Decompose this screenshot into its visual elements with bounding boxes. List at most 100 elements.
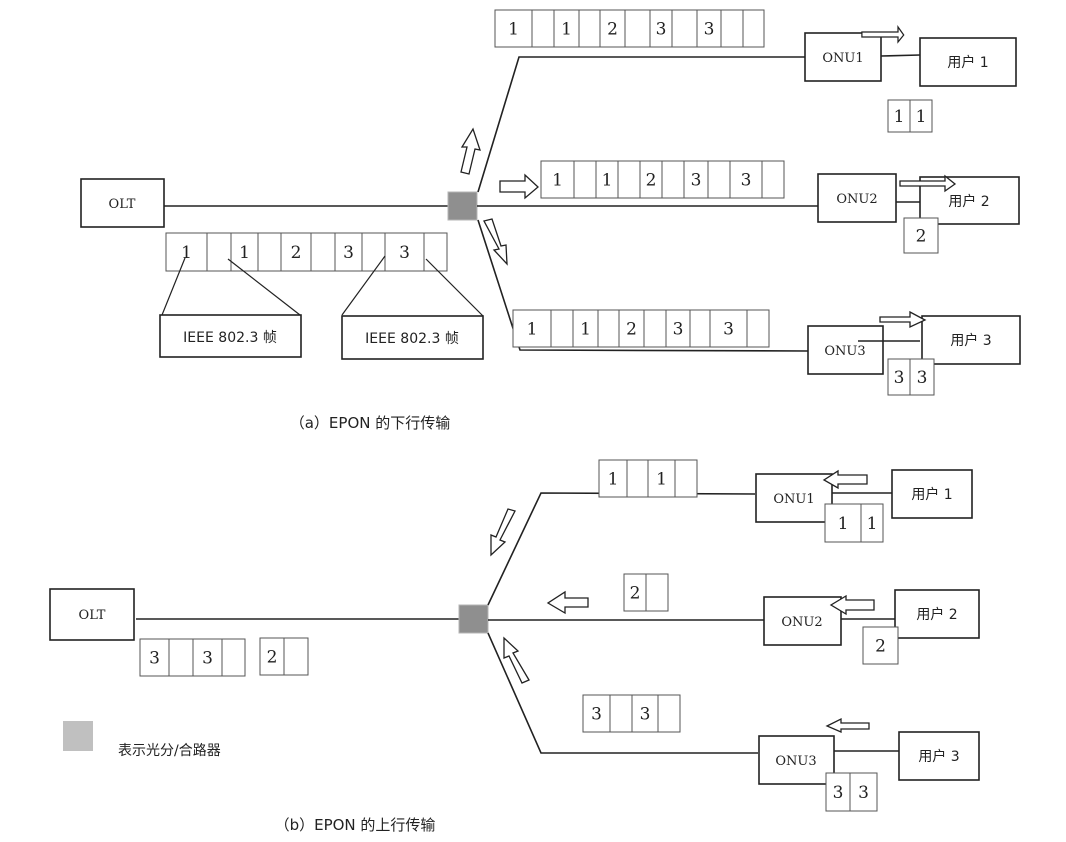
arrow-left-from-user3-icon bbox=[825, 717, 870, 733]
frame-cell bbox=[903, 217, 939, 254]
frame-label: 1 bbox=[181, 243, 192, 263]
onu1-node: ONU1 bbox=[804, 32, 882, 82]
frame-label: 3 bbox=[343, 243, 354, 263]
frame-label: 3 bbox=[202, 649, 213, 669]
frame-cell bbox=[909, 358, 935, 396]
frame-label: 1 bbox=[602, 171, 613, 191]
splitter bbox=[447, 191, 478, 221]
onu2-node: ONU2 bbox=[817, 173, 897, 223]
frame-cell bbox=[624, 9, 651, 48]
frame-label: 2 bbox=[607, 20, 618, 40]
frame-cell bbox=[578, 9, 601, 48]
splitter-upstream bbox=[458, 604, 489, 634]
svg-text:IEEE 802.3 帧: IEEE 802.3 帧 bbox=[183, 330, 277, 346]
frame-cell bbox=[824, 503, 862, 543]
frame-cell bbox=[573, 160, 597, 199]
frame-cell bbox=[657, 694, 681, 733]
svg-text:用户 2: 用户 2 bbox=[916, 606, 957, 623]
frame-label: 1 bbox=[916, 107, 927, 127]
frame-cell bbox=[598, 459, 628, 498]
frame-cell bbox=[609, 694, 633, 733]
legend: 表示光分/合路器 bbox=[63, 721, 221, 759]
frame-cell bbox=[230, 232, 259, 272]
olt-label: OLT bbox=[109, 197, 136, 212]
frame-label: 3 bbox=[741, 171, 752, 191]
frame-cell bbox=[696, 9, 722, 48]
callout-lines bbox=[161, 255, 484, 317]
frame-label: 3 bbox=[591, 705, 602, 725]
svg-text:ONU3: ONU3 bbox=[775, 754, 816, 769]
frame-cell bbox=[139, 638, 170, 677]
frame-cell bbox=[860, 503, 884, 543]
frame-cell bbox=[661, 160, 685, 199]
frame-label: 1 bbox=[527, 320, 538, 340]
frame-label: 3 bbox=[640, 705, 651, 725]
frame-cell bbox=[671, 9, 698, 48]
arrow-right-to-user1-icon bbox=[861, 25, 905, 44]
frame-cell bbox=[257, 232, 282, 272]
frame-cell bbox=[165, 232, 208, 272]
arrow-right-icon bbox=[499, 173, 539, 200]
arrow-down-right-icon bbox=[483, 218, 508, 266]
frame-cell bbox=[206, 232, 232, 272]
frame-label: 3 bbox=[917, 368, 928, 388]
onu2-delivered-frames: 2 bbox=[903, 217, 939, 254]
frame-cell bbox=[909, 99, 933, 133]
frame-cell bbox=[643, 309, 667, 348]
user1-node: 用户 1 bbox=[919, 37, 1017, 87]
frame-label: 3 bbox=[723, 320, 734, 340]
splitter-legend-swatch bbox=[63, 721, 93, 751]
frame-cell bbox=[674, 459, 698, 498]
frame-label: 2 bbox=[875, 637, 886, 657]
svg-text:OLT: OLT bbox=[79, 608, 106, 623]
frame-label: 2 bbox=[267, 648, 278, 668]
svg-text:用户 3: 用户 3 bbox=[918, 748, 959, 765]
frame-cell bbox=[361, 232, 386, 272]
caption-downstream: （a）EPON 的下行传输 bbox=[290, 414, 451, 432]
callout-box-1: IEEE 802.3 帧 bbox=[159, 314, 302, 358]
frame-label: 2 bbox=[630, 584, 641, 604]
arrow-left-from-user1-icon bbox=[822, 469, 868, 490]
frame-cell bbox=[626, 459, 649, 498]
arrow-up-left-icon bbox=[503, 636, 530, 684]
frame-cell bbox=[494, 9, 533, 48]
olt-node-upstream: OLT bbox=[49, 588, 135, 641]
frame-cell bbox=[597, 309, 620, 348]
frame-label: 3 bbox=[833, 783, 844, 803]
branch-2-upstream-frames: 2 bbox=[623, 573, 669, 612]
frame-label: 1 bbox=[239, 243, 250, 263]
frame-label: 3 bbox=[858, 783, 869, 803]
frame-label: 3 bbox=[149, 649, 160, 669]
user2-upstream-frames: 2 bbox=[862, 626, 899, 665]
frame-cell bbox=[665, 309, 691, 348]
onu3-node: ONU3 bbox=[807, 325, 884, 375]
frame-cell bbox=[310, 232, 336, 272]
arrow-left-icon bbox=[546, 590, 589, 615]
frame-cell bbox=[746, 309, 770, 348]
frame-label: 3 bbox=[704, 20, 715, 40]
frame-label: 1 bbox=[867, 514, 878, 534]
frame-label: 2 bbox=[916, 227, 927, 247]
frame-label: 1 bbox=[838, 514, 849, 534]
frame-label: 2 bbox=[626, 320, 637, 340]
arrow-right-to-user2-icon bbox=[899, 174, 957, 193]
arrow-up-right-icon bbox=[460, 127, 481, 175]
branch-fiber-3 bbox=[477, 219, 809, 352]
frame-cell bbox=[618, 309, 645, 348]
onu1-user1-link bbox=[880, 54, 921, 57]
user1-node-upstream: 用户 1 bbox=[891, 469, 973, 519]
frame-cell bbox=[720, 9, 744, 48]
frame-cell bbox=[707, 160, 731, 199]
user3-node: 用户 3 bbox=[921, 315, 1021, 365]
frame-label: 1 bbox=[508, 20, 519, 40]
